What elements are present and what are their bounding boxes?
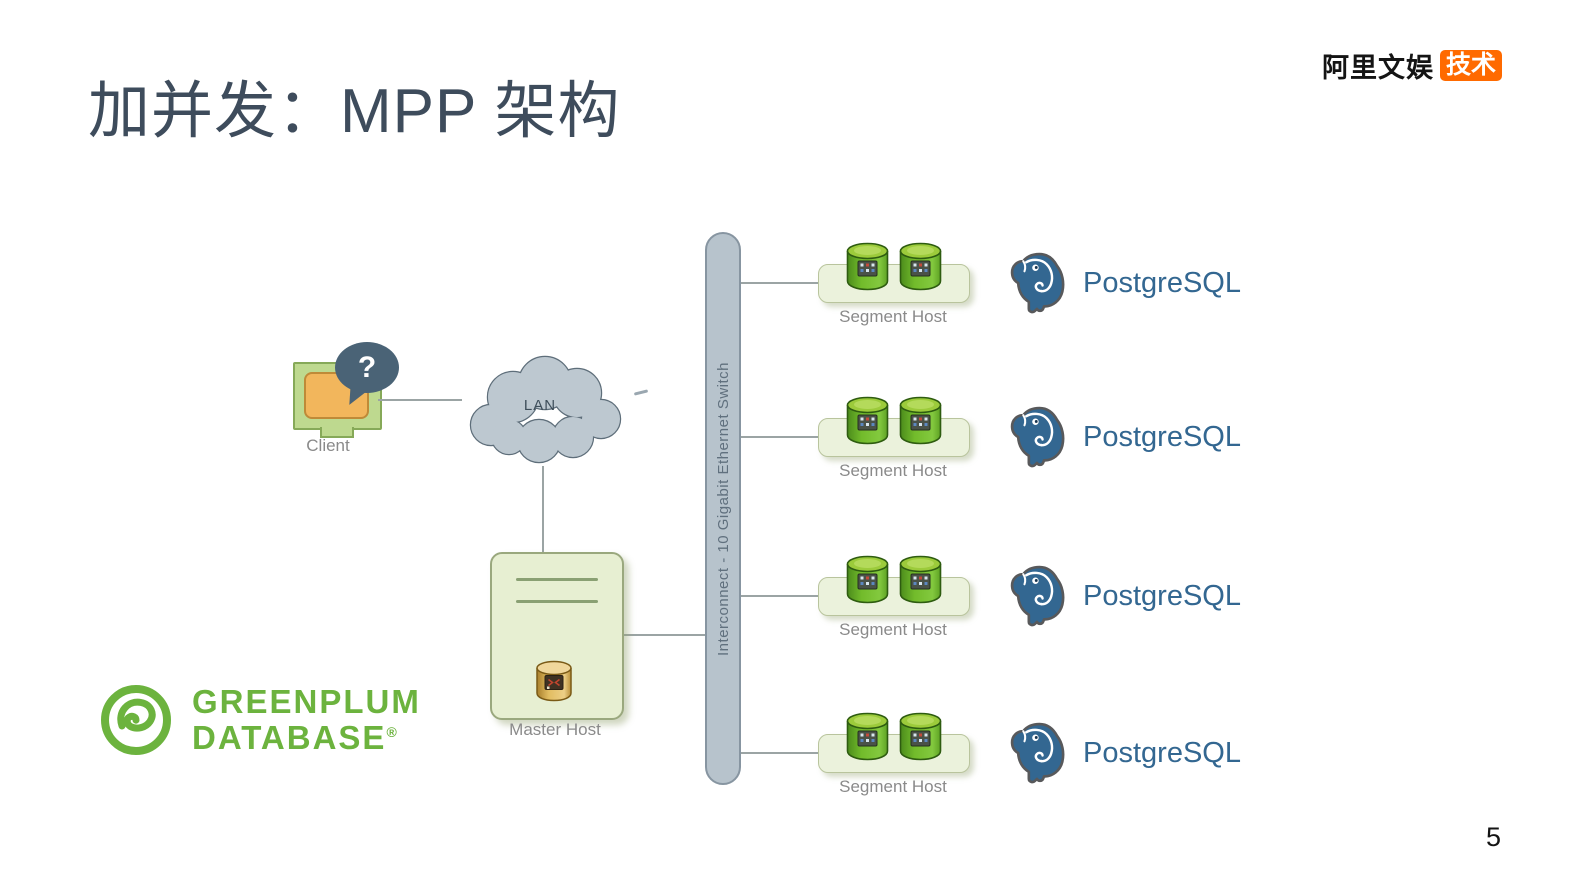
greenplum-wordmark: GREENPLUM DATABASE® [192, 684, 421, 755]
postgresql-elephant-icon [1008, 564, 1071, 629]
lan-label: LAN [523, 397, 557, 414]
database-cylinder-icon [844, 553, 891, 605]
question-bubble-icon: ? [335, 342, 399, 393]
lan-cloud-icon [455, 345, 630, 473]
server-line [516, 600, 598, 603]
interconnect-label: Interconnect - 10 Gigabit Ethernet Switc… [714, 361, 732, 656]
segment-host-label: Segment Host [839, 620, 947, 639]
greenplum-line2: DATABASE® [192, 720, 421, 756]
stray-mark [633, 389, 649, 396]
client-label: Client [306, 436, 350, 455]
postgresql-elephant-icon [1008, 405, 1071, 470]
brand-name: 阿里文娱 [1322, 53, 1434, 83]
database-cylinder-icon [897, 394, 944, 446]
greenplum-line2-text: DATABASE [192, 719, 387, 756]
segment-host-row: Segment Host PostgreSQL [741, 380, 1301, 495]
page-number: 5 [1486, 822, 1502, 852]
connector-line [542, 466, 544, 552]
greenplum-logo: GREENPLUM DATABASE® [98, 682, 421, 758]
postgresql-label: PostgreSQL [1083, 736, 1241, 769]
question-mark: ? [357, 350, 377, 384]
segment-host-label: Segment Host [839, 307, 947, 326]
segment-host-row: Segment Host PostgreSQL [741, 539, 1301, 654]
connector-line [741, 436, 818, 438]
monitor-stand [320, 427, 354, 438]
postgresql-label: PostgreSQL [1083, 579, 1241, 612]
segment-host-row: Segment Host PostgreSQL [741, 696, 1301, 811]
greenplum-logo-icon [101, 685, 171, 755]
database-cylinder-icon [844, 240, 891, 292]
page-title: 加并发：MPP 架构 [88, 77, 621, 146]
brand-badge: 技术 [1440, 49, 1503, 82]
database-cylinder-icon [897, 240, 944, 292]
connector-line [620, 634, 705, 636]
database-cylinder-icon [897, 710, 944, 762]
database-cylinder-icon [534, 658, 574, 704]
database-cylinder-icon [844, 394, 891, 446]
database-cylinder-icon [897, 553, 944, 605]
segment-host-box [818, 264, 970, 303]
connector-line [378, 399, 462, 401]
greenplum-line1: GREENPLUM [192, 683, 421, 721]
master-host-box [490, 552, 624, 720]
master-host-label: Master Host [509, 720, 601, 739]
server-line [516, 578, 598, 581]
connector-line [741, 595, 818, 597]
segment-host-label: Segment Host [839, 461, 947, 480]
segment-host-box [818, 577, 970, 616]
segment-host-box [818, 734, 970, 773]
postgresql-elephant-icon [1008, 251, 1071, 316]
database-cylinder-icon [844, 710, 891, 762]
connector-line [741, 282, 818, 284]
connector-line [741, 752, 818, 754]
segment-host-label: Segment Host [839, 777, 947, 796]
postgresql-elephant-icon [1008, 721, 1071, 786]
segment-host-box [818, 418, 970, 457]
brand-logo: 阿里文娱 技术 [1322, 46, 1503, 85]
postgresql-label: PostgreSQL [1083, 266, 1241, 299]
registered-mark: ® [386, 724, 399, 740]
interconnect-switch-bar: Interconnect - 10 Gigabit Ethernet Switc… [705, 232, 741, 785]
segment-host-row: Segment Host PostgreSQL [741, 226, 1301, 341]
postgresql-label: PostgreSQL [1083, 420, 1241, 453]
